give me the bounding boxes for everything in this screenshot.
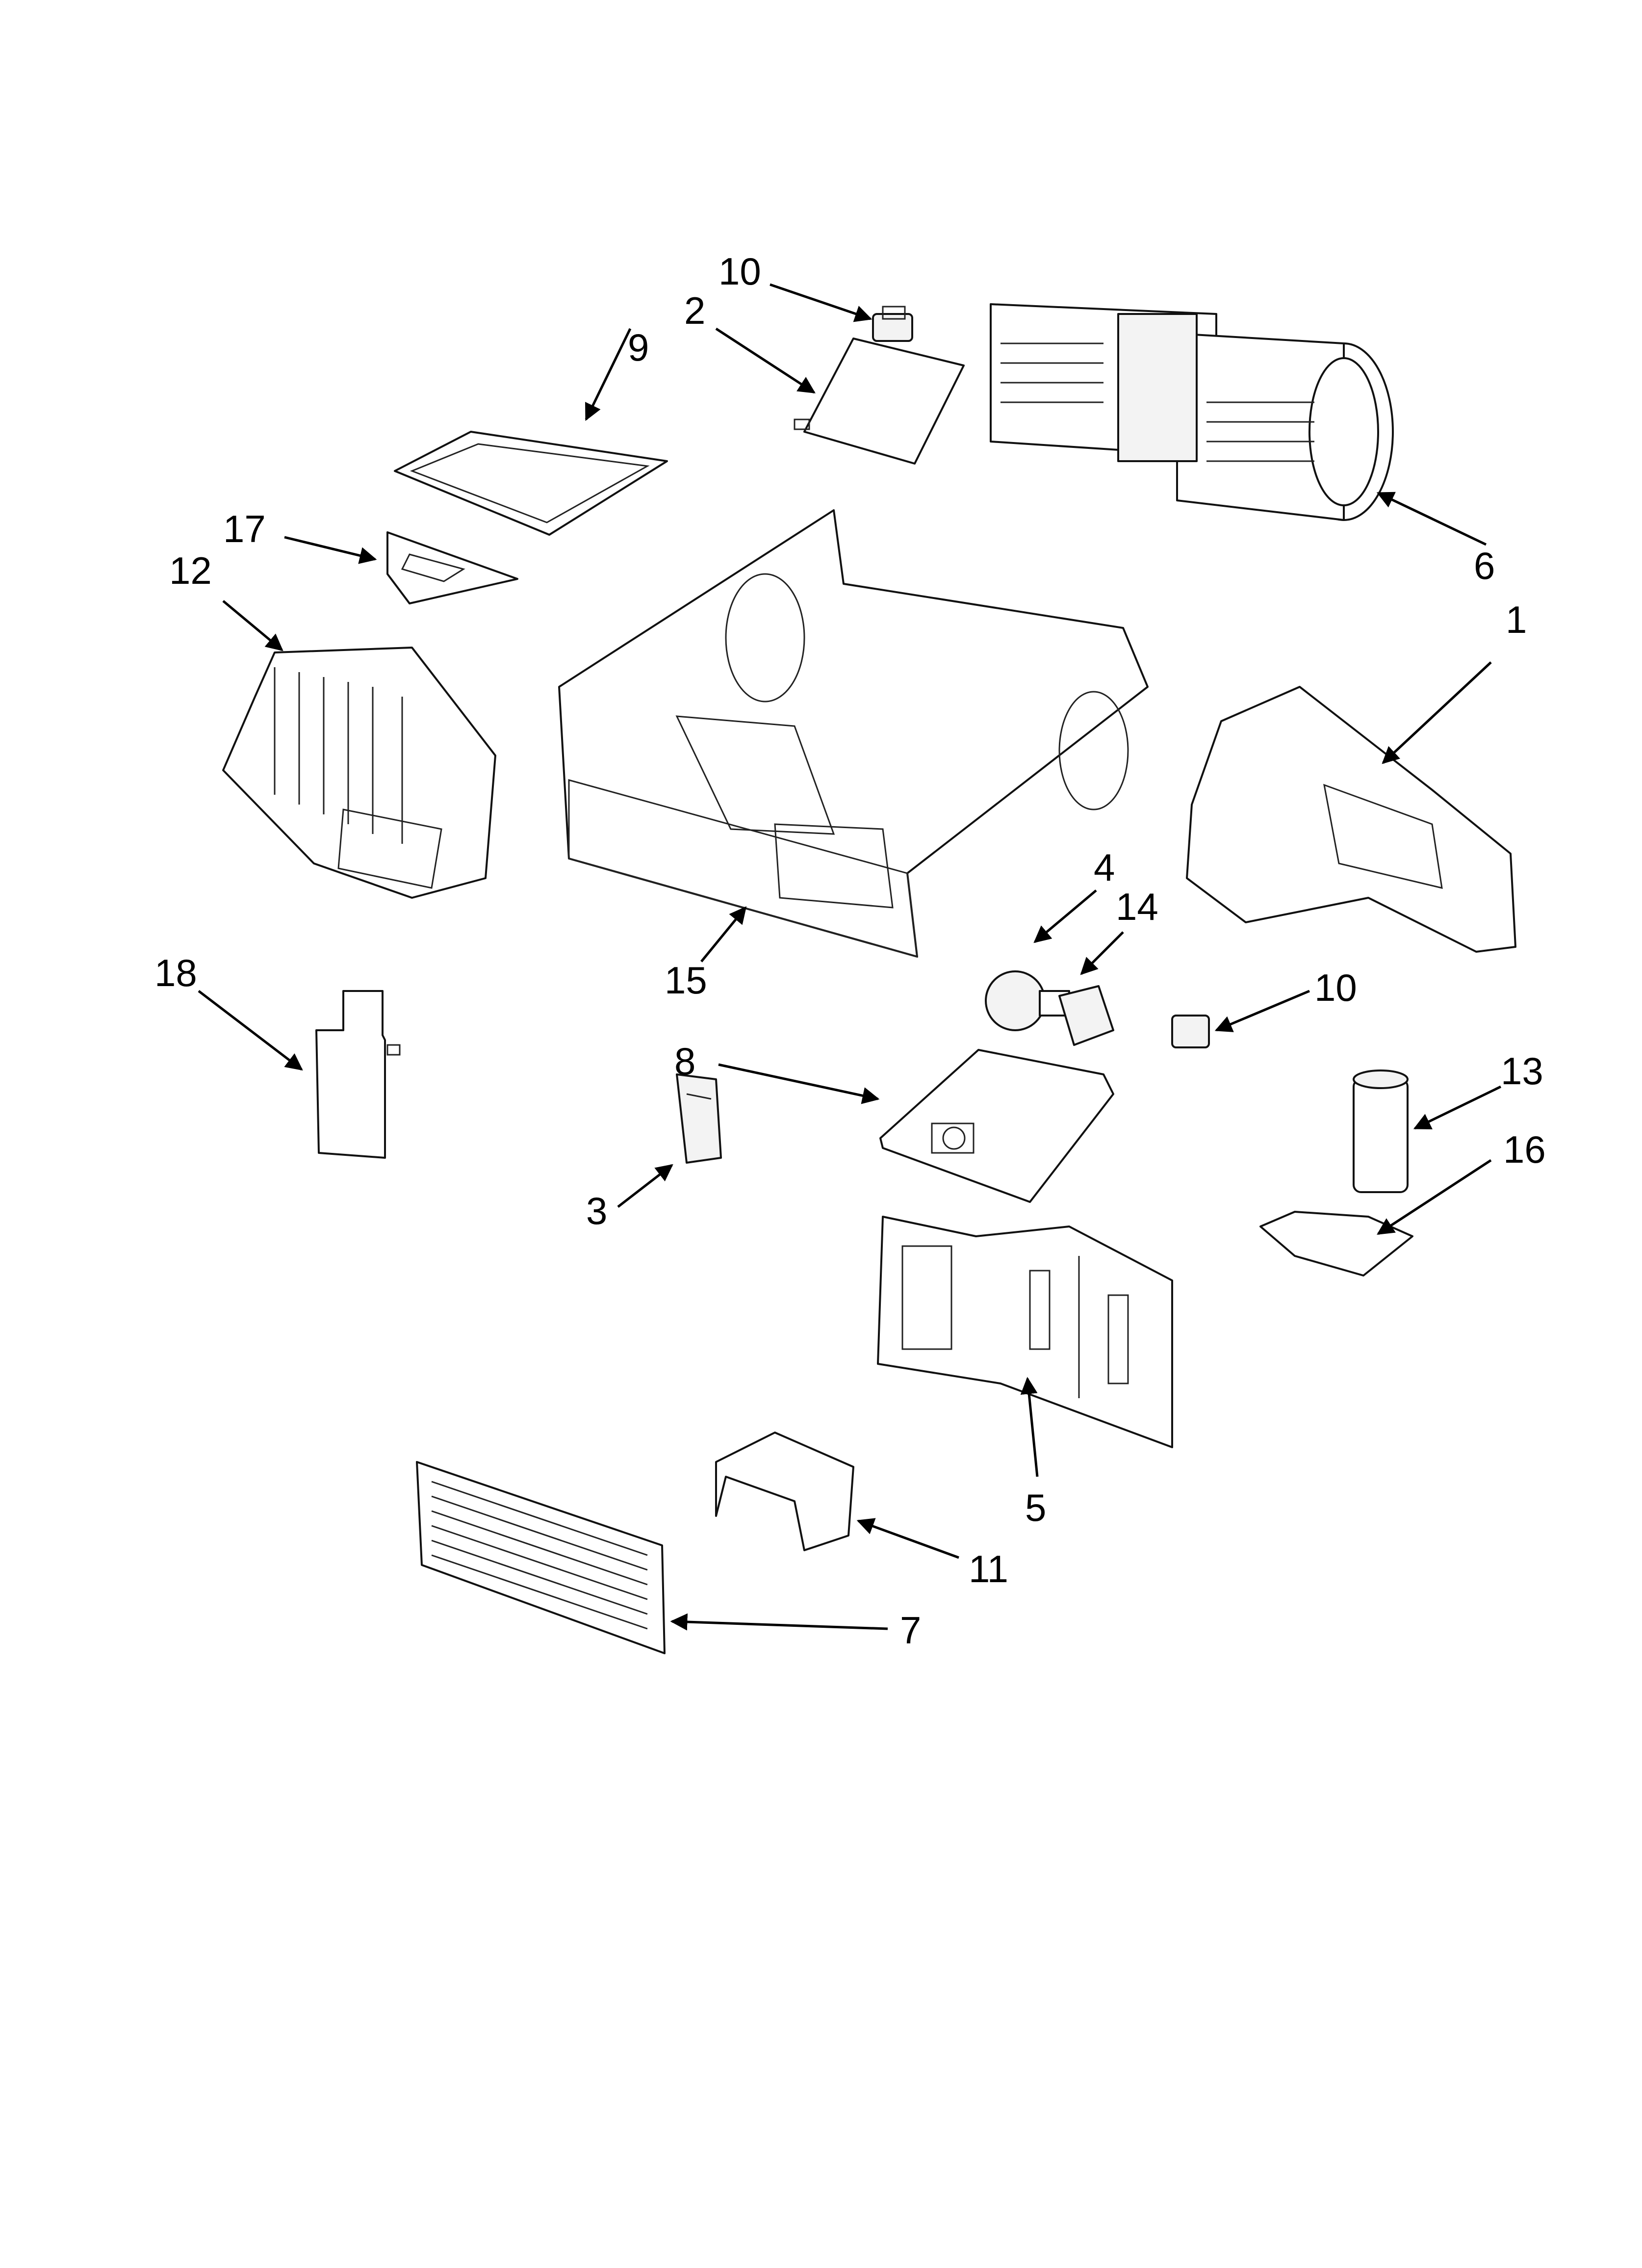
leader-5 [1020, 1377, 1039, 1477]
part-3-connector [676, 1073, 722, 1164]
callout-7: 7 [900, 1609, 921, 1652]
leader-9 [585, 328, 632, 421]
callout-13: 13 [1501, 1049, 1543, 1093]
leader-1 [1382, 661, 1492, 764]
leader-13 [1413, 1085, 1502, 1130]
callout-11: 11 [969, 1547, 1008, 1590]
leader-10-top [770, 283, 872, 322]
part-7-vent-grille [416, 1461, 666, 1654]
part-5-panel [877, 1216, 1173, 1448]
callout-2: 2 [684, 289, 705, 332]
callout-8: 8 [674, 1040, 695, 1083]
callout-17: 17 [223, 507, 266, 550]
callout-labels: 10 2 9 6 17 12 1 15 4 14 10 18 8 13 16 3… [154, 250, 1546, 1652]
callout-9: 9 [628, 326, 649, 369]
part-2-plate [794, 338, 965, 465]
callout-4: 4 [1094, 846, 1115, 889]
part-4-lamp [985, 970, 1070, 1031]
leader-17 [284, 536, 377, 564]
part-17-gasket [386, 531, 518, 604]
leader-3 [617, 1164, 673, 1208]
part-16-mount-bracket [1259, 1211, 1413, 1277]
leader-10-lower [1214, 990, 1310, 1032]
leader-12 [222, 600, 283, 652]
callout-1: 1 [1506, 598, 1527, 641]
callout-14: 14 [1116, 885, 1158, 928]
leader-6 [1376, 492, 1487, 546]
part-10-switch-lower [1171, 1015, 1210, 1048]
part-14-socket [1058, 985, 1114, 1046]
leader-15 [700, 906, 747, 963]
callout-3: 3 [586, 1189, 607, 1232]
leader-8 [718, 1063, 880, 1104]
leader-16 [1377, 1159, 1492, 1235]
callout-10-top: 10 [718, 250, 761, 293]
callout-15: 15 [665, 959, 707, 1002]
leader-11 [856, 1518, 959, 1559]
leader-4 [1033, 889, 1097, 943]
part-18-bracket [315, 990, 401, 1159]
part-9-filter-frame [394, 431, 668, 536]
part-6-blower [990, 303, 1394, 521]
callout-10-lower: 10 [1314, 966, 1357, 1009]
leader-7 [670, 1613, 888, 1631]
part-15-chassis [558, 509, 1149, 958]
part-12-duct-assembly [222, 647, 496, 899]
leader-lines [198, 283, 1502, 1631]
part-1-duct-cover [1186, 686, 1516, 953]
callout-6: 6 [1474, 544, 1495, 587]
leader-2 [715, 327, 816, 394]
callout-12: 12 [169, 549, 212, 592]
part-11-shield [715, 1432, 854, 1551]
part-13-capacitor [1353, 1069, 1409, 1193]
part-10-switch-top [872, 306, 913, 342]
callout-5: 5 [1025, 1486, 1046, 1529]
callout-16: 16 [1503, 1128, 1546, 1171]
part-8-lamp-plate [879, 1049, 1114, 1203]
leader-14 [1080, 931, 1124, 975]
leader-18 [198, 990, 303, 1071]
callout-18: 18 [154, 951, 197, 994]
